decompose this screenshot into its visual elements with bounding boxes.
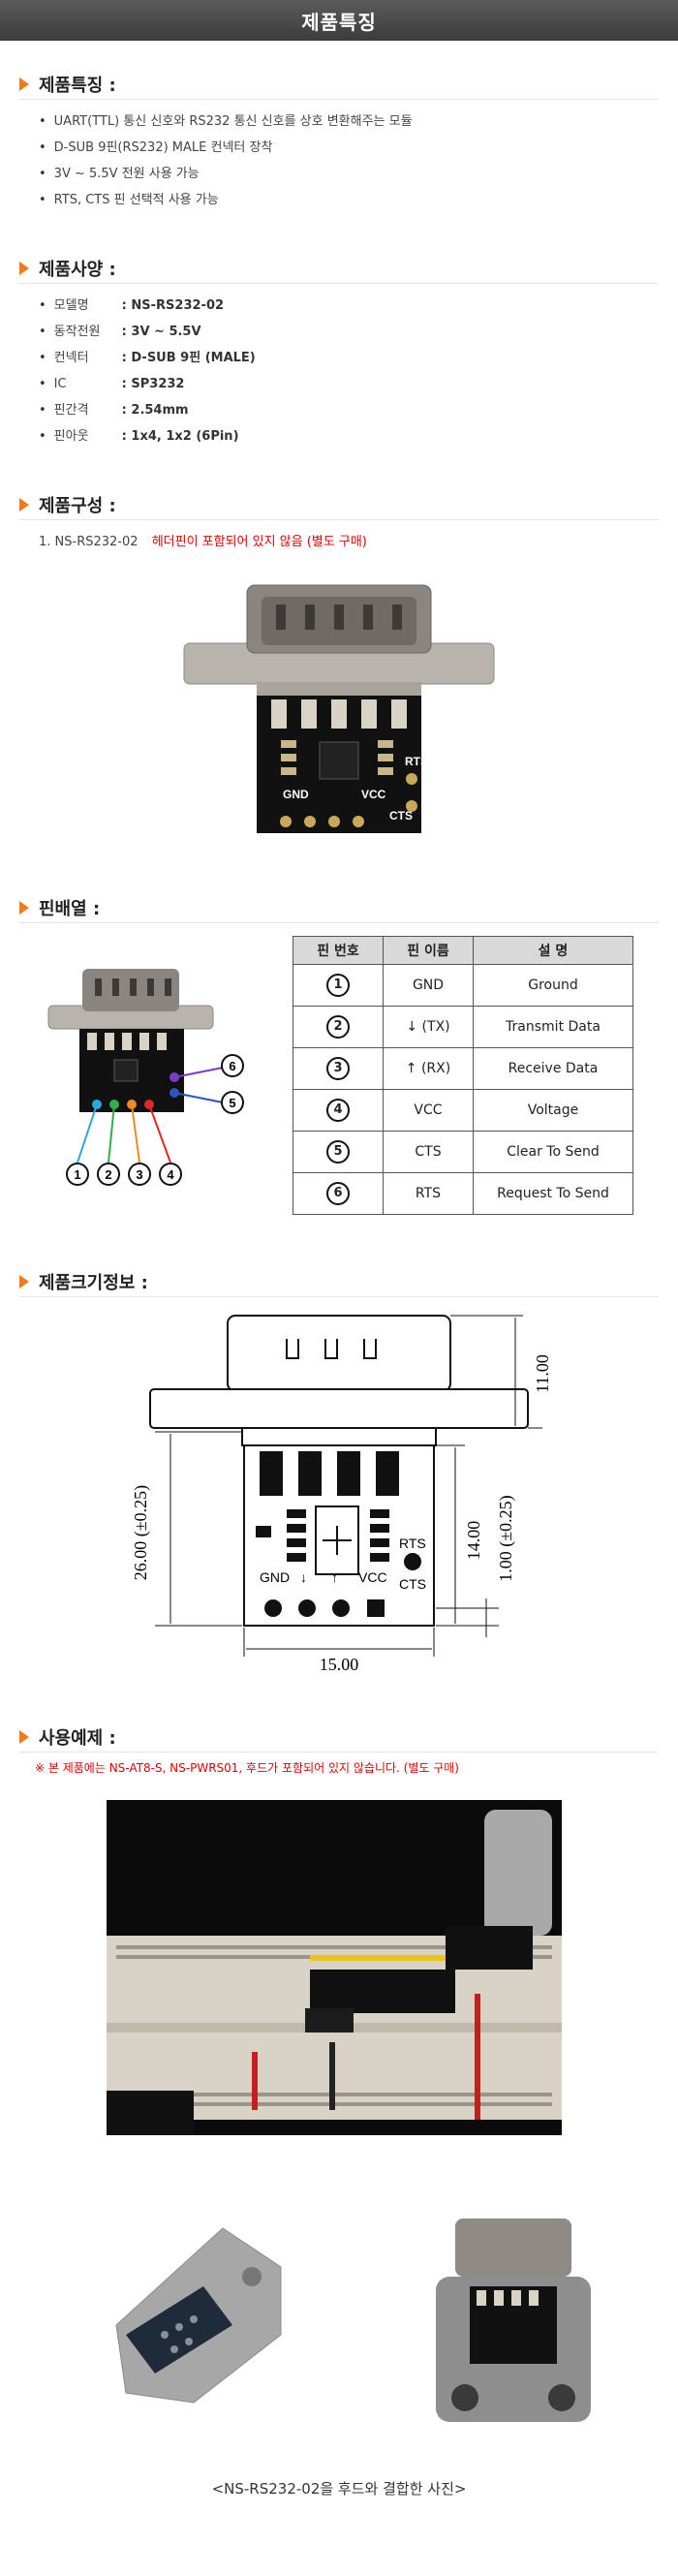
- spec-item: 동작전원: 3V ~ 5.5V: [39, 319, 256, 345]
- spec-item: 모델명: NS-RS232-02: [39, 293, 256, 319]
- divider: [19, 99, 659, 100]
- callout-2: 2: [105, 1167, 111, 1182]
- table-header-row: 핀 번호 핀 이름 설 명: [293, 936, 633, 965]
- triangle-bullet-icon: [19, 262, 29, 275]
- dwg-label-down: ↓: [300, 1569, 307, 1585]
- composition-note: 헤더핀이 포함되어 있지 않음 (별도 구매): [151, 535, 367, 549]
- table-row: 2↓ (TX)Transmit Data: [293, 1006, 633, 1048]
- hood-photo-2: [436, 2219, 591, 2422]
- spec-item: IC: SP3232: [39, 371, 256, 397]
- triangle-bullet-icon: [19, 498, 29, 512]
- dim-pitch: 1.00 (±0.25): [496, 1495, 516, 1581]
- board-label-rts: RTS: [405, 755, 428, 768]
- spec-item: 컨넥터: D-SUB 9핀 (MALE): [39, 345, 256, 371]
- page-header: 제품특징: [0, 0, 678, 41]
- breadboard-photo: [107, 1800, 562, 2135]
- pinout-photo: 1 2 3 4 5 6: [47, 969, 244, 1186]
- hood-photo-1: [115, 2227, 282, 2404]
- callout-5: 5: [229, 1096, 235, 1110]
- dwg-label-vcc: VCC: [358, 1569, 387, 1585]
- spec-item: 핀간격: 2.54mm: [39, 397, 256, 423]
- board-label-gnd: GND: [283, 788, 309, 801]
- section-specs-title: 제품사양 :: [19, 256, 116, 281]
- dwg-label-up: ↑: [331, 1569, 338, 1585]
- table-row: 3↑ (RX)Receive Data: [293, 1047, 633, 1090]
- section-size-title: 제품크기정보 :: [19, 1269, 148, 1294]
- product-photo: RTS GND VCC CTS: [183, 584, 495, 833]
- triangle-bullet-icon: [19, 78, 29, 91]
- dim-width: 15.00: [320, 1655, 359, 1674]
- features-list: UART(TTL) 통신 신호와 RS232 통신 신호를 상호 변환해주는 모…: [39, 109, 413, 213]
- board-label-cts: CTS: [389, 809, 413, 822]
- section-example-title: 사용예제 :: [19, 1724, 116, 1750]
- section-composition-title: 제품구성 :: [19, 492, 116, 517]
- divider: [19, 519, 659, 520]
- dwg-label-cts: CTS: [399, 1576, 426, 1592]
- board-label-vcc: VCC: [361, 788, 386, 801]
- callout-3: 3: [136, 1167, 142, 1182]
- divider: [19, 922, 659, 923]
- section-pinout-title: 핀배열 :: [19, 895, 100, 920]
- dim-top: 11.00: [533, 1354, 552, 1393]
- section-features-title: 제품특징 :: [19, 72, 116, 97]
- callout-6: 6: [229, 1059, 235, 1073]
- dimension-drawing: RTS CTS GND ↓ ↑ VCC 26.00 (±0.25) 11.00 …: [131, 1315, 552, 1674]
- triangle-bullet-icon: [19, 1730, 29, 1744]
- page-title: 제품특징: [301, 10, 377, 34]
- spec-item: 핀아웃: 1x4, 1x2 (6Pin): [39, 423, 256, 450]
- callout-1: 1: [74, 1167, 80, 1182]
- dwg-label-gnd: GND: [260, 1569, 290, 1585]
- dim-mid: 14.00: [464, 1521, 483, 1561]
- specs-list: 모델명: NS-RS232-02 동작전원: 3V ~ 5.5V 컨넥터: D-…: [39, 293, 256, 450]
- list-item: D-SUB 9핀(RS232) MALE 컨넥터 장착: [39, 135, 413, 161]
- triangle-bullet-icon: [19, 1275, 29, 1288]
- example-caption: <NS-RS232-02을 후드와 결합한 사진>: [211, 2480, 467, 2498]
- list-item: UART(TTL) 통신 신호와 RS232 통신 신호를 상호 변환해주는 모…: [39, 109, 413, 135]
- composition-line: 1. NS-RS232-02 헤더핀이 포함되어 있지 않음 (별도 구매): [39, 535, 367, 549]
- triangle-bullet-icon: [19, 901, 29, 915]
- dim-height: 26.00 (±0.25): [131, 1485, 151, 1580]
- divider: [19, 1296, 659, 1297]
- dwg-label-rts: RTS: [399, 1536, 426, 1551]
- example-note: ※ 본 제품에는 NS-AT8-S, NS-PWRS01, 후드가 포함되어 있…: [35, 1761, 459, 1775]
- divider: [19, 283, 659, 284]
- divider: [19, 1752, 659, 1753]
- callout-4: 4: [167, 1167, 174, 1182]
- list-item: 3V ~ 5.5V 전원 사용 가능: [39, 161, 413, 187]
- list-item: RTS, CTS 핀 선택적 사용 가능: [39, 187, 413, 213]
